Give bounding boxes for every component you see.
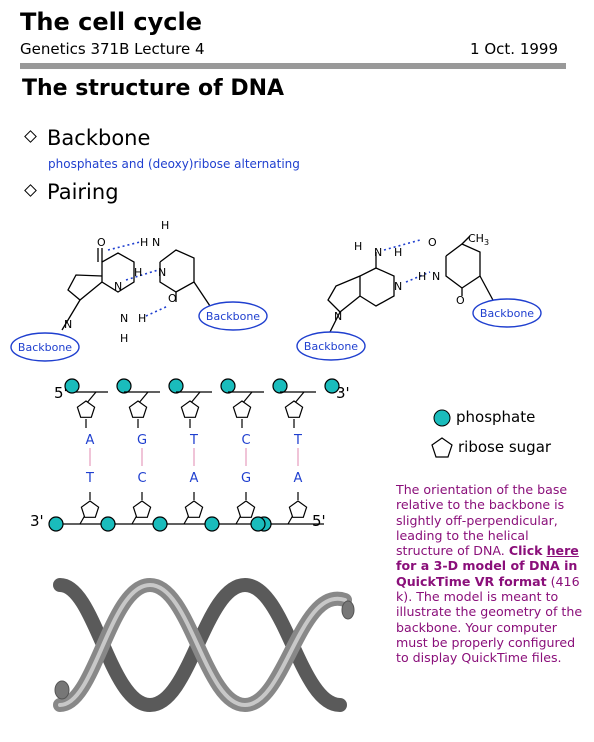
top-3-prime-label: 3' <box>336 384 350 402</box>
bottom-ribose-sugar <box>80 500 100 518</box>
ribose-legend-label: ribose sugar <box>458 438 552 456</box>
adenine-ring <box>359 267 395 307</box>
bottom-5-prime-label: 5' <box>312 512 326 530</box>
thymine-ring <box>445 243 481 289</box>
atom-label: O <box>428 236 437 249</box>
atom-label: H <box>161 219 169 232</box>
bottom-base-label: A <box>294 471 303 486</box>
backbone-label: Backbone <box>480 307 534 320</box>
lecture-date: 1 Oct. 1999 <box>470 40 558 58</box>
atom-label: N <box>394 280 402 293</box>
bullet-pairing: Pairing <box>24 180 119 204</box>
atom-label: N <box>114 280 122 293</box>
atom-label: N <box>152 236 160 249</box>
top-phosphate <box>272 378 288 394</box>
bottom-ribose-sugar <box>288 500 308 518</box>
dna-strand-diagram: 5' 3' 3' 5' A T G C T A C G T A phosphate ribose … <box>30 378 552 532</box>
top-ribose-sugar <box>180 400 200 418</box>
atom-label: H <box>134 266 142 279</box>
top-phosphate <box>64 378 80 394</box>
bottom-3-prime-label: 3' <box>30 512 44 530</box>
atom-label: N <box>374 246 382 259</box>
backbone-label: Backbone <box>304 340 358 353</box>
bottom-phosphate <box>48 516 64 532</box>
note-click: Click <box>508 543 543 559</box>
bullet-label: Pairing <box>47 180 119 204</box>
note-text: The orientation of the base relative to … <box>396 482 568 559</box>
atom-label: H <box>140 236 148 249</box>
atom-label: H <box>138 312 146 325</box>
bullet-backbone: Backbone <box>24 126 151 150</box>
top-base-label: C <box>241 433 250 448</box>
atom-label: N <box>64 318 72 331</box>
atom-label: H <box>394 246 402 259</box>
section-title: The structure of DNA <box>22 76 285 101</box>
top-phosphate <box>324 378 340 394</box>
bottom-phosphate <box>152 516 168 532</box>
page-title: The cell cycle <box>20 8 203 36</box>
atom-label: O <box>456 294 465 307</box>
atom-label: N <box>432 270 440 283</box>
bottom-phosphate <box>250 516 266 532</box>
note-file-size: (416 k). <box>396 573 580 605</box>
atom-label: N <box>158 266 166 279</box>
bottom-base-label: T <box>85 471 94 486</box>
atom-label: O <box>168 292 177 305</box>
top-ribose-sugar <box>76 400 96 418</box>
course-label: Genetics 371B Lecture 4 <box>20 40 205 58</box>
atom-label: H <box>418 270 426 283</box>
atom-label: N <box>120 312 128 325</box>
bottom-phosphate <box>100 516 116 532</box>
bottom-ribose-sugar <box>236 500 256 518</box>
phosphate-legend-icon <box>433 409 451 427</box>
bullet-label: Backbone <box>47 126 151 150</box>
note-model-description: for a 3-D model of DNA in QuickTime VR f… <box>396 558 578 589</box>
top-ribose-sugar <box>284 400 304 418</box>
bottom-base-label: A <box>190 471 199 486</box>
atom-label: H <box>354 240 362 253</box>
base-pairing-diagram: H H N O H N N O N H H N H N H O H N O N … <box>10 219 542 362</box>
double-helix-illustration <box>53 577 355 713</box>
atom-label: H <box>120 332 128 345</box>
guanine-ring <box>101 252 135 293</box>
bottom-base-label: C <box>137 471 146 486</box>
top-phosphate <box>116 378 132 394</box>
backbone-oval <box>10 332 80 362</box>
backbone-oval <box>296 331 366 361</box>
methyl-label: CH <box>468 232 484 245</box>
bottom-phosphate <box>204 516 220 532</box>
top-base-label: T <box>189 433 198 448</box>
top-base-label: A <box>86 433 95 448</box>
note-instructions: The model is meant to illustrate the geo… <box>396 589 583 666</box>
top-5-prime-label: 5' <box>54 384 68 402</box>
quicktime-model-link[interactable]: here <box>546 543 579 559</box>
backbone-oval <box>472 298 542 328</box>
top-ribose-sugar <box>128 400 148 418</box>
diamond-bullet-icon <box>24 184 37 197</box>
top-ribose-sugar <box>232 400 252 418</box>
top-base-label: G <box>137 433 147 448</box>
ribose-legend-icon <box>431 437 453 458</box>
top-base-label: T <box>293 433 302 448</box>
bottom-ribose-sugar <box>132 500 152 518</box>
atom-label: O <box>97 236 106 249</box>
top-phosphate <box>220 378 236 394</box>
header-divider <box>20 63 566 69</box>
backbone-label: Backbone <box>18 341 72 354</box>
backbone-label: Backbone <box>206 310 260 323</box>
atom-label: N <box>334 310 342 323</box>
backbone-oval <box>198 301 268 331</box>
bottom-ribose-sugar <box>184 500 204 518</box>
top-phosphate <box>168 378 184 394</box>
diamond-bullet-icon <box>24 130 37 143</box>
bottom-base-label: G <box>241 471 251 486</box>
helix-note: The orientation of the base relative to … <box>396 482 586 666</box>
backbone-description: phosphates and (deoxy)ribose alternating <box>48 157 300 171</box>
methyl-subscript: 3 <box>484 238 489 247</box>
phosphate-legend-label: phosphate <box>456 408 535 426</box>
svg-text:CH3: CH3 <box>468 232 489 247</box>
